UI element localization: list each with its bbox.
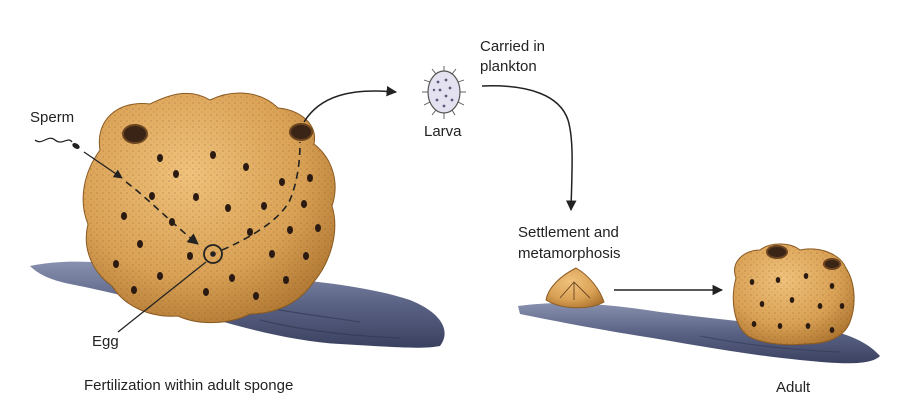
- osculum-right: [289, 123, 313, 141]
- carried-in-label-line1: Carried in: [480, 38, 546, 55]
- settlement-label-line2: metamorphosis: [518, 245, 621, 262]
- egg-label: Egg: [92, 333, 119, 350]
- plankton-arrow: [481, 85, 577, 212]
- larva-release-arrow: [303, 85, 398, 123]
- caption-adult: Adult: [776, 379, 811, 396]
- larva-icon: [422, 66, 466, 119]
- osculum-left: [122, 124, 148, 144]
- larva-label: Larva: [424, 123, 462, 140]
- egg-cell: [203, 244, 223, 264]
- sponge-pores: [113, 151, 321, 300]
- caption-fertilization: Fertilization within adult sponge: [84, 377, 294, 394]
- sperm-path-dashed: [125, 181, 199, 245]
- sperm-label: Sperm: [30, 109, 75, 126]
- carried-in-label-line2: plankton: [480, 58, 537, 75]
- egg-leader-line: [117, 261, 207, 333]
- settlement-label-line1: Settlement and: [518, 224, 619, 241]
- juvenile-sponge: [545, 267, 605, 309]
- sperm-label-arrow: [83, 151, 123, 179]
- sperm-head: [72, 143, 80, 149]
- right-rock: [518, 303, 880, 364]
- sperm-tail: [34, 137, 73, 143]
- adult-sponge-small: [732, 243, 855, 346]
- larva-path-dashed: [221, 141, 301, 251]
